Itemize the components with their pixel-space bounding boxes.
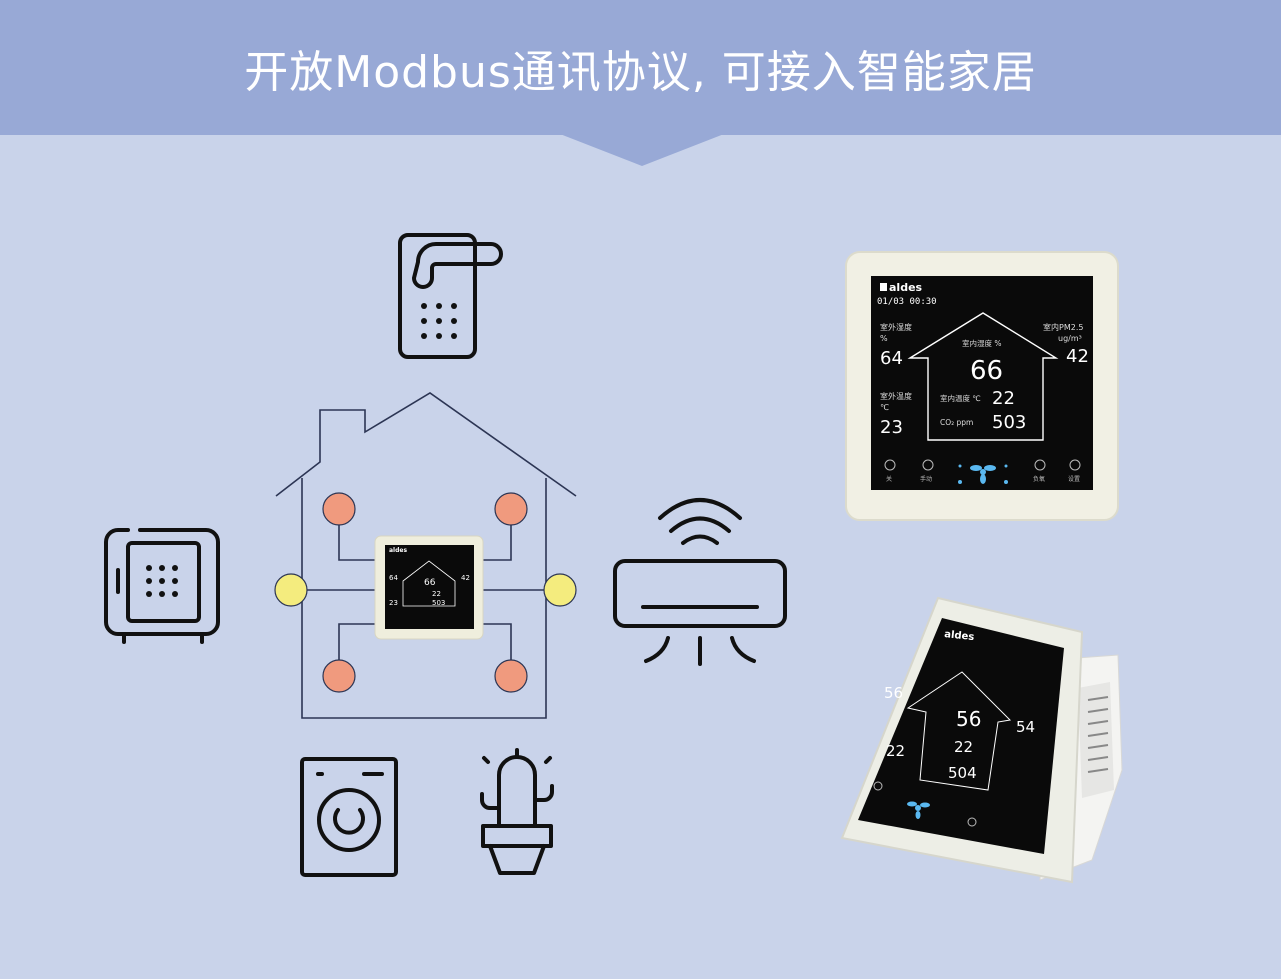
fan-icon [958,464,1008,484]
outdoor-humidity-unit: % [880,334,888,343]
angled-outdoor-humidity: 56 [884,684,903,702]
mode-label: 手动 [920,475,932,483]
node-red [322,659,356,693]
node-red [322,492,356,526]
angled-co2: 504 [948,764,977,782]
mini-outdoor-humidity: 64 [389,574,398,582]
indoor-humidity-value: 66 [970,356,1003,386]
power-label: 关 [886,475,892,483]
ion-icon [1034,459,1046,471]
mini-brand: aldes [389,547,407,554]
angled-settings-icon [967,817,977,827]
device-datetime: 01/03 00:30 [877,297,937,307]
mode-icon [922,459,934,471]
angled-brand: aldes [944,629,975,643]
washing-machine-icon [300,757,398,877]
air-conditioner-icon [613,559,787,666]
mini-indoor-humidity: 66 [424,578,436,588]
outdoor-humidity-label: 室外湿度 [880,322,912,332]
outdoor-temp-label: 室外温度 [880,391,912,401]
angled-indoor-humidity: 56 [956,707,981,731]
safe-icon [104,528,220,644]
indoor-pm-value: 42 [1066,346,1089,367]
node-red [494,659,528,693]
cactus-plant-icon [480,748,554,875]
node-yellow [274,573,308,607]
mini-device: aldes 66 64 42 23 22 503 [374,535,484,640]
angled-power-icon [873,781,883,791]
angled-indoor-temp: 22 [954,738,973,756]
settings-icon [1069,459,1081,471]
angled-outdoor-temp: 22 [886,742,905,760]
indoor-pm-unit: ug/m³ [1058,334,1082,343]
network-nodes [274,492,577,693]
device-brand: aldes [889,281,923,294]
mini-pm: 42 [461,574,470,582]
settings-label: 设置 [1068,475,1080,483]
indoor-pm-label: 室内PM2.5 [1043,322,1083,332]
outdoor-humidity-value: 64 [880,348,903,369]
wifi-icon [658,498,742,545]
mini-co2: 503 [432,599,445,607]
outdoor-temp-unit: ℃ [880,403,889,412]
door-lock-icon [398,233,503,359]
power-icon [884,459,896,471]
header-banner [0,0,1281,135]
indoor-temp-value: 22 [992,388,1015,409]
mini-indoor-temp: 22 [432,590,441,598]
indoor-temp-label: 室内温度 ℃ [940,393,981,403]
angled-pm: 54 [1016,718,1035,736]
co2-value: 503 [992,412,1026,433]
ion-label: 负氧 [1033,475,1045,483]
device-angled: aldes 56 56 54 22 22 504 [840,596,1123,884]
device-front: aldes 01/03 00:30 室外湿度 % 64 室内PM2.5 ug/m… [845,251,1119,521]
banner-title: 开放Modbus通讯协议, 可接入智能家居 [244,47,1037,98]
mini-outdoor-temp: 23 [389,599,398,607]
angled-fan-icon [907,801,930,819]
outdoor-temp-value: 23 [880,417,903,438]
node-red [494,492,528,526]
node-yellow [543,573,577,607]
co2-label: CO₂ ppm [940,418,973,427]
indoor-humidity-label: 室内湿度 % [962,338,1002,348]
banner-notch [560,134,724,166]
